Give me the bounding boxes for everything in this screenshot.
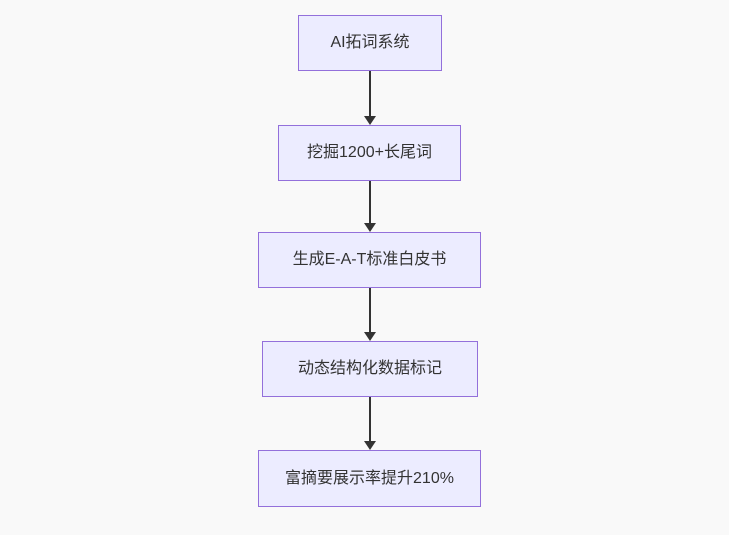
arrowhead-down-icon (364, 441, 376, 450)
flow-node-label: 动态结构化数据标记 (297, 360, 442, 377)
arrow-line (369, 397, 371, 442)
arrow-line (369, 288, 371, 333)
arrowhead-down-icon (364, 116, 376, 125)
flow-node-label: 挖掘1200+长尾词 (307, 144, 432, 161)
flow-node-generate-eat-whitepaper: 生成E-A-T标准白皮书 (258, 232, 481, 288)
flow-node-mine-longtail-keywords: 挖掘1200+长尾词 (278, 125, 461, 181)
arrow-line (369, 71, 371, 117)
flow-arrow-down (364, 397, 376, 450)
arrowhead-down-icon (364, 223, 376, 232)
arrowhead-down-icon (364, 332, 376, 341)
arrow-line (369, 181, 371, 224)
flow-node-label: 富摘要展示率提升210% (285, 469, 454, 487)
flow-node-rich-snippet-rate-increase: 富摘要展示率提升210% (258, 450, 481, 507)
flow-arrow-down (364, 288, 376, 341)
flow-node-dynamic-structured-markup: 动态结构化数据标记 (262, 341, 478, 397)
flow-node-label: 生成E-A-T标准白皮书 (292, 251, 447, 268)
flow-arrow-down (364, 181, 376, 232)
flow-node-ai-word-expansion-system: AI拓词系统 (298, 15, 442, 71)
flow-node-label: AI拓词系统 (330, 34, 410, 51)
flow-arrow-down (364, 71, 376, 125)
